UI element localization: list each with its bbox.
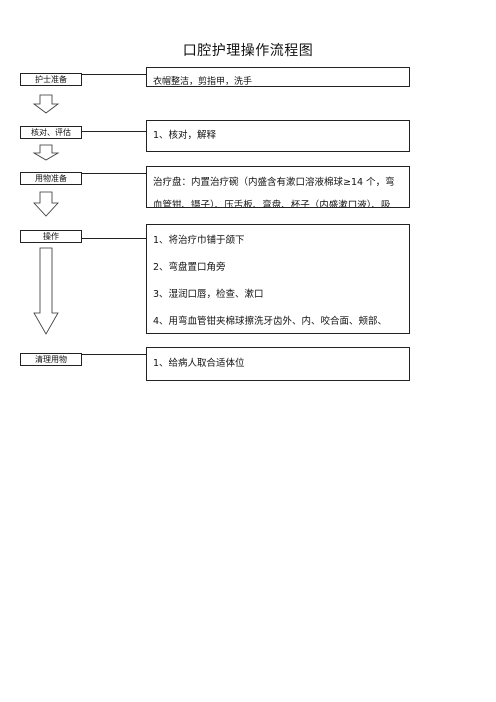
down-arrow-2 <box>32 144 60 161</box>
desc-line: 衣帽整洁，剪指甲，洗手 <box>153 77 253 87</box>
desc-line: 治疗盘：内置治疗碗（内盛含有漱口溶液棉球≥14 个，弯 <box>153 177 395 188</box>
step-box-cleanup: 清理用物 <box>20 353 82 366</box>
step-box-check-assess: 核对、评估 <box>20 126 82 139</box>
down-arrow-3 <box>33 191 59 217</box>
step-box-supplies-prep: 用物准备 <box>20 172 82 185</box>
page-title: 口腔护理操作流程图 <box>182 43 314 59</box>
desc-box-operation: 1、将治疗巾铺于颌下 2、弯盘置口角旁 3、湿润口唇，检查、漱口 4、用弯血管钳… <box>146 224 410 334</box>
desc-line: 4、用弯血管钳夹棉球擦洗牙齿外、内、咬合面、颊部、 <box>153 316 388 327</box>
desc-line: 血管钳、镊子）、压舌板、弯盘、杯子（内盛漱口液）、吸 <box>153 200 391 208</box>
down-arrow-4 <box>33 247 59 335</box>
desc-line: 1、将治疗巾铺于颌下 <box>153 235 245 246</box>
desc-line: 3、湿润口唇，检查、漱口 <box>153 289 264 300</box>
desc-line: 1、核对，解释 <box>153 130 217 141</box>
step-box-nurse-prep: 护士准备 <box>20 73 82 86</box>
connector-operation <box>82 238 146 239</box>
desc-line: 2、弯盘置口角旁 <box>153 262 226 273</box>
connector-supplies-prep <box>82 173 146 174</box>
desc-box-supplies-prep: 治疗盘：内置治疗碗（内盛含有漱口溶液棉球≥14 个，弯 血管钳、镊子）、压舌板、… <box>146 166 410 208</box>
connector-cleanup <box>82 354 146 355</box>
down-arrow-1 <box>32 94 60 114</box>
desc-box-check-assess: 1、核对，解释 <box>146 120 410 152</box>
step-box-operation: 操作 <box>20 230 82 243</box>
desc-line: 1、给病人取合适体位 <box>153 358 245 369</box>
connector-check-assess <box>82 131 146 132</box>
connector-nurse-prep <box>82 74 146 75</box>
desc-box-cleanup: 1、给病人取合适体位 <box>146 347 410 381</box>
desc-box-nurse-prep: 衣帽整洁，剪指甲，洗手 <box>146 67 410 87</box>
